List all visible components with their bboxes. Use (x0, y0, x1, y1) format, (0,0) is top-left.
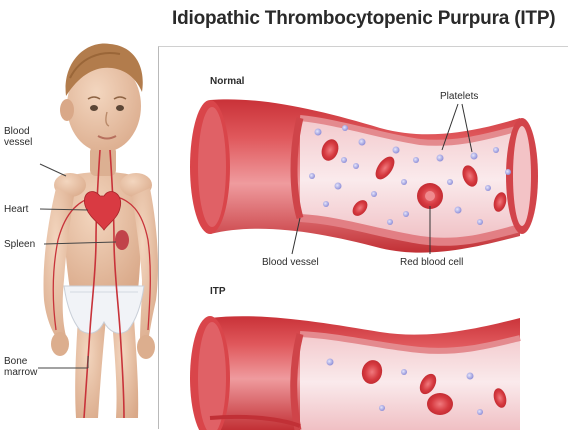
itp-panel-label: ITP (210, 286, 226, 297)
normal-vessel (190, 99, 538, 252)
itp-vessel (190, 316, 520, 430)
body-label-bone-marrow-line2: marrow (4, 367, 37, 378)
red-blood-cell-label: Red blood cell (400, 257, 463, 268)
body-label-spleen: Spleen (4, 239, 35, 250)
body-label-bone-marrow: Bone marrow (4, 356, 37, 378)
normal-panel-label: Normal (210, 76, 244, 87)
body-label-blood-vessel: Blood vessel (4, 126, 32, 148)
body-label-blood-vessel-line2: vessel (4, 137, 32, 148)
body-label-blood-vessel-line1: Blood (4, 126, 32, 137)
body-label-heart: Heart (4, 204, 28, 215)
body-label-bone-marrow-line1: Bone (4, 356, 37, 367)
blood-vessel-callout-label: Blood vessel (262, 257, 319, 268)
child-figure (44, 44, 159, 418)
platelets-label: Platelets (440, 91, 478, 102)
